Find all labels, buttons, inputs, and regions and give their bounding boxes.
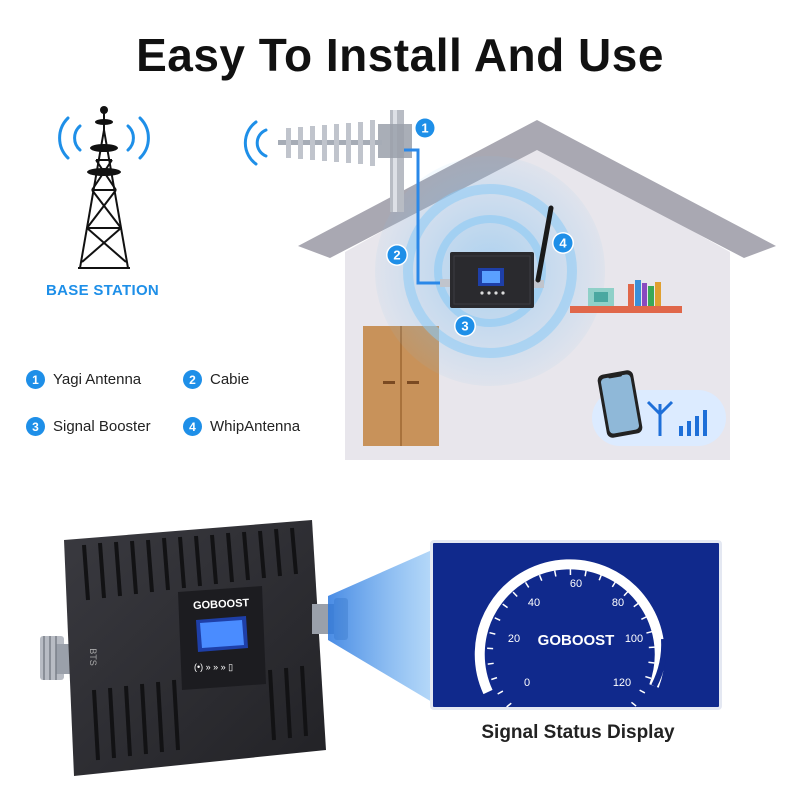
gauge-tick-label: 40 — [528, 597, 540, 609]
gauge-tick-mark — [512, 591, 518, 598]
svg-text:3: 3 — [461, 319, 468, 334]
page-title: Easy To Install And Use — [136, 29, 664, 81]
bts-port-label: BTS — [87, 648, 98, 666]
legend-item-yagi-antenna: 1 Yagi Antenna — [26, 370, 141, 389]
display-zoom-beam — [328, 550, 432, 702]
signal-gauge: 0 20 40 60 80 100 120 GOBOOST — [474, 559, 668, 707]
legend-label: Yagi Antenna — [53, 371, 142, 388]
svg-text:4: 4 — [559, 236, 567, 251]
gauge-tick-mark — [502, 603, 509, 609]
signal-status-display-caption: Signal Status Display — [481, 722, 675, 743]
smartphone-icon — [597, 370, 643, 438]
gauge-tick-mark — [598, 574, 603, 581]
signal-status-display: 0 20 40 60 80 100 120 GOBOOST — [430, 540, 722, 710]
gauge-tick-mark — [646, 630, 653, 634]
gauge-tick-mark — [491, 676, 498, 681]
legend-number-badge: 3 — [26, 417, 45, 436]
gauge-tick-mark — [494, 617, 501, 621]
gauge-tick-label: 0 — [524, 677, 530, 689]
legend-item-whip-antenna: 4 WhipAntenna — [183, 417, 300, 436]
legend-number-badge: 4 — [183, 417, 202, 436]
gauge-tick-mark — [506, 702, 512, 707]
display-brand: GOBOOST — [538, 632, 615, 649]
gauge-tick-label: 60 — [570, 578, 582, 590]
diagram-marker-2: 2 — [386, 244, 408, 266]
signal-booster-icon — [450, 252, 544, 308]
diagram-marker-3: 3 — [454, 315, 476, 337]
svg-text:1: 1 — [421, 121, 428, 136]
svg-text:(•) » » » ▯: (•) » » » ▯ — [194, 662, 233, 672]
signal-bars-icon — [646, 400, 707, 436]
legend-number-badge: 1 — [26, 370, 45, 389]
legend-label: Signal Booster — [53, 418, 151, 435]
gauge-tick-mark — [553, 570, 557, 577]
gauge-tick-label: 20 — [508, 633, 520, 645]
diagram-marker-4: 4 — [552, 232, 574, 254]
gauge-tick-mark — [497, 690, 504, 695]
gauge-tick-mark — [641, 616, 648, 620]
svg-text:2: 2 — [393, 248, 400, 263]
gauge-tick-mark — [639, 689, 646, 694]
gauge-tick-label: 120 — [613, 677, 631, 689]
gauge-tick-mark — [524, 581, 530, 588]
gauge-tick-mark — [487, 662, 494, 665]
legend-number-badge: 2 — [183, 370, 202, 389]
gauge-tick-label: 80 — [612, 597, 624, 609]
base-station-label: BASE STATION — [46, 282, 160, 299]
gauge-tick-mark — [630, 701, 637, 707]
gauge-tick-mark — [538, 574, 543, 581]
cell-tower-icon — [58, 106, 150, 269]
legend-item-cable: 2 Cabie — [183, 370, 249, 389]
gauge-tick-mark — [623, 590, 629, 597]
cable — [404, 148, 450, 287]
bookshelf-icon — [570, 280, 682, 313]
gauge-tick-mark — [648, 661, 655, 664]
legend-label: Cabie — [210, 371, 250, 388]
gauge-tick-mark — [645, 675, 652, 680]
whip-antenna-icon — [535, 205, 554, 283]
gauge-tick-label: 100 — [625, 633, 643, 645]
diagram-marker-1: 1 — [414, 117, 436, 139]
gauge-tick-mark — [633, 602, 640, 608]
phone-signal-badge — [592, 370, 726, 446]
gauge-tick-mark — [584, 570, 587, 577]
signal-booster-device: (•) » » » ▯ — [40, 520, 348, 776]
heat-sink-fins — [82, 527, 308, 761]
yagi-antenna-icon — [243, 110, 412, 212]
gauge-tick-mark — [489, 631, 496, 635]
legend-label: WhipAntenna — [210, 418, 301, 435]
legend-item-signal-booster: 3 Signal Booster — [26, 417, 151, 436]
gauge-tick-mark — [611, 581, 617, 588]
